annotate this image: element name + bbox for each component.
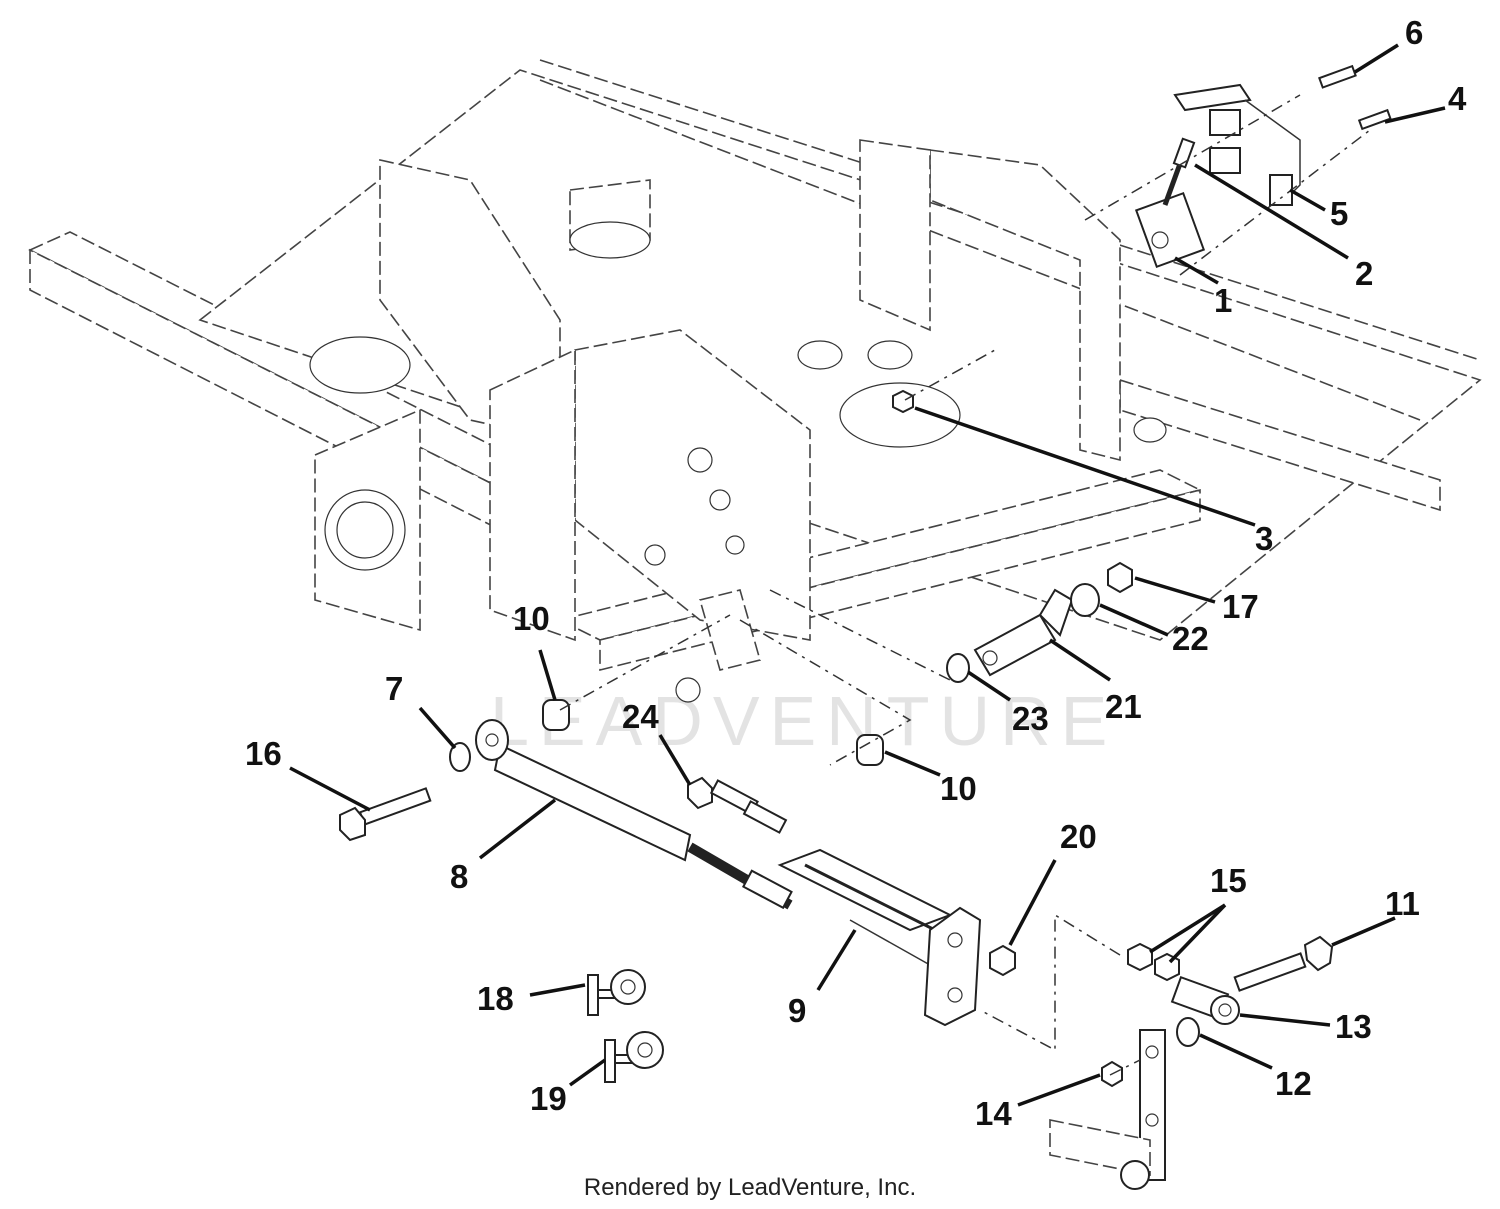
part-19-clip [604,1031,664,1083]
callout-12: 12 [1275,1065,1312,1102]
part-8-cylinder [475,719,793,910]
callout-14: 14 [975,1095,1012,1132]
dash-line-3 [904,349,996,401]
lower-bracket-arm [1049,1029,1166,1190]
part-22-washer [1070,583,1100,617]
callout-16: 16 [245,735,282,772]
callout-20: 20 [1060,818,1097,855]
part-5-bracket [1173,83,1301,206]
callout-19: 19 [530,1080,567,1117]
callout-3: 3 [1255,520,1273,557]
part-3-nut [892,389,914,414]
part-16-bolt [339,787,432,842]
callout-21: 21 [1105,688,1142,725]
callout-7: 7 [385,670,403,707]
leader-lines [289,43,1446,1107]
dash-line-10 [559,614,731,711]
dash-line-4 [1179,129,1371,276]
part-4-bolt [1357,108,1392,131]
part-10-spacer [542,699,570,731]
callout-9: 9 [788,992,806,1029]
callout-8: 8 [450,858,468,895]
part-1-valve [1134,191,1206,269]
callout-24: 24 [622,698,659,735]
part-12-washer [1176,1017,1200,1047]
callout-5: 5 [1330,195,1348,232]
callout-6: 6 [1405,14,1423,51]
chassis-frame [28,59,1482,703]
dash-line-23 [769,589,951,681]
callout-10-upper: 10 [513,600,550,637]
part-9-rod [777,848,982,1027]
part-21-arm [973,588,1074,677]
dash-line-6 [1084,94,1301,221]
part-18-clip [587,969,646,1016]
callout-11: 11 [1385,885,1420,922]
part-10-spacer-right [856,734,884,766]
callout-23: 23 [1012,700,1049,737]
part-7-washer [449,742,471,772]
part-24-fitting [687,776,788,834]
callout-1: 1 [1214,282,1232,319]
part-6-bolt [1318,64,1357,89]
callout-10-lower: 10 [940,770,977,807]
dash-line-14 [1109,1059,1141,1076]
part-11-bolt [1233,935,1334,992]
callout-labels: 1 2 3 4 5 6 7 8 9 10 10 11 12 13 14 15 1… [245,14,1467,1132]
callout-4: 4 [1448,80,1467,117]
callout-13: 13 [1335,1008,1372,1045]
callout-15: 15 [1210,862,1247,899]
callout-22: 22 [1172,620,1209,657]
part-17-nut [1107,561,1133,594]
callout-2: 2 [1355,255,1373,292]
dash-line-10-right [739,619,912,766]
footer-credit: Rendered by LeadVenture, Inc. [583,1174,917,1201]
part-20-nut [989,944,1016,977]
callout-17: 17 [1222,588,1259,625]
part-13-rod-end [1170,975,1240,1025]
part-15-nut-a [1127,942,1153,972]
part-23-washer [946,653,970,683]
dash-line-15 [979,913,1121,1052]
callout-18: 18 [477,980,514,1017]
